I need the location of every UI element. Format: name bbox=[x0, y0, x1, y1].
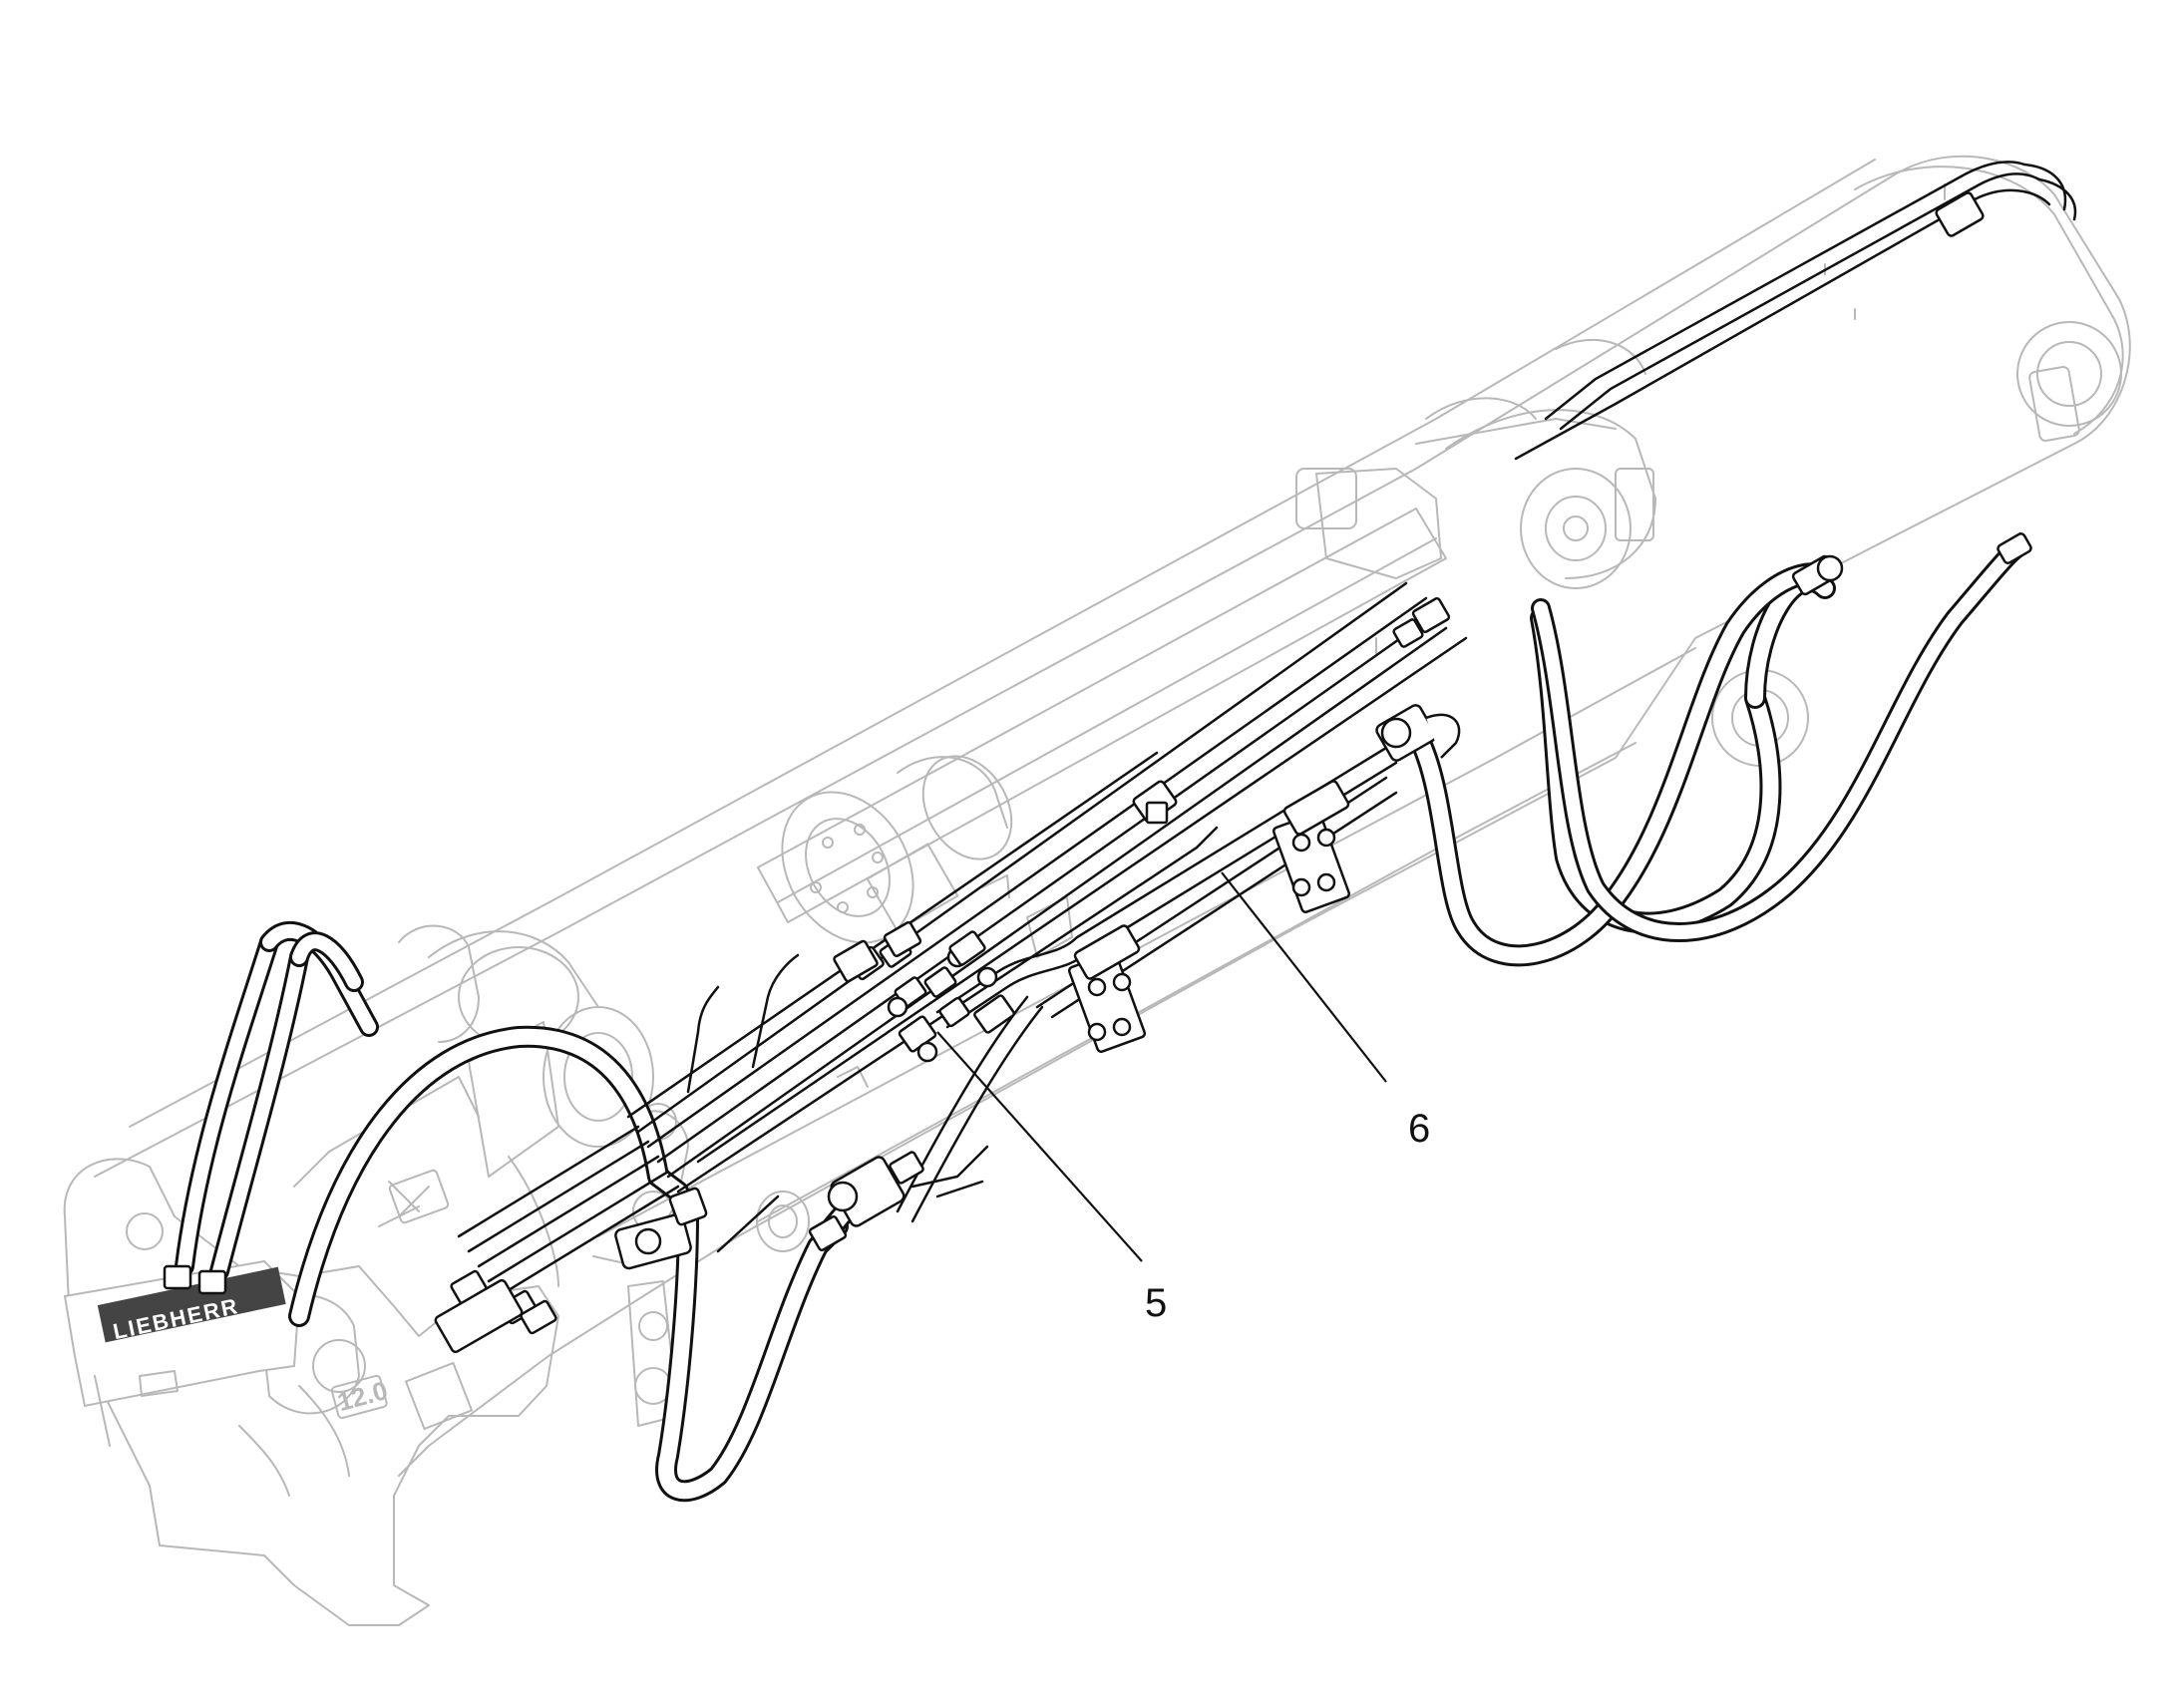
hose-routing bbox=[175, 161, 2077, 1503]
callout-6-label: 6 bbox=[1408, 1107, 1430, 1151]
clamp-upper bbox=[1132, 780, 1178, 825]
coupler-fittings bbox=[163, 1187, 708, 1354]
elbow-fitting bbox=[1375, 704, 1461, 762]
boom-structure: LIEBHERR 12.0 bbox=[63, 155, 2131, 1626]
coupler-plate-label: 12.0 bbox=[330, 1374, 391, 1419]
clamp-lower-2 bbox=[1272, 780, 1351, 913]
plate-text: 12.0 bbox=[334, 1375, 391, 1417]
fittings bbox=[163, 191, 2032, 1354]
callout-5: 5 bbox=[936, 1031, 1167, 1325]
lower-valve-fitting bbox=[808, 1151, 924, 1252]
callout-6: 6 bbox=[1221, 871, 1430, 1151]
clamp-lower-1 bbox=[1067, 924, 1147, 1053]
callout-5-label: 5 bbox=[1145, 1281, 1167, 1325]
